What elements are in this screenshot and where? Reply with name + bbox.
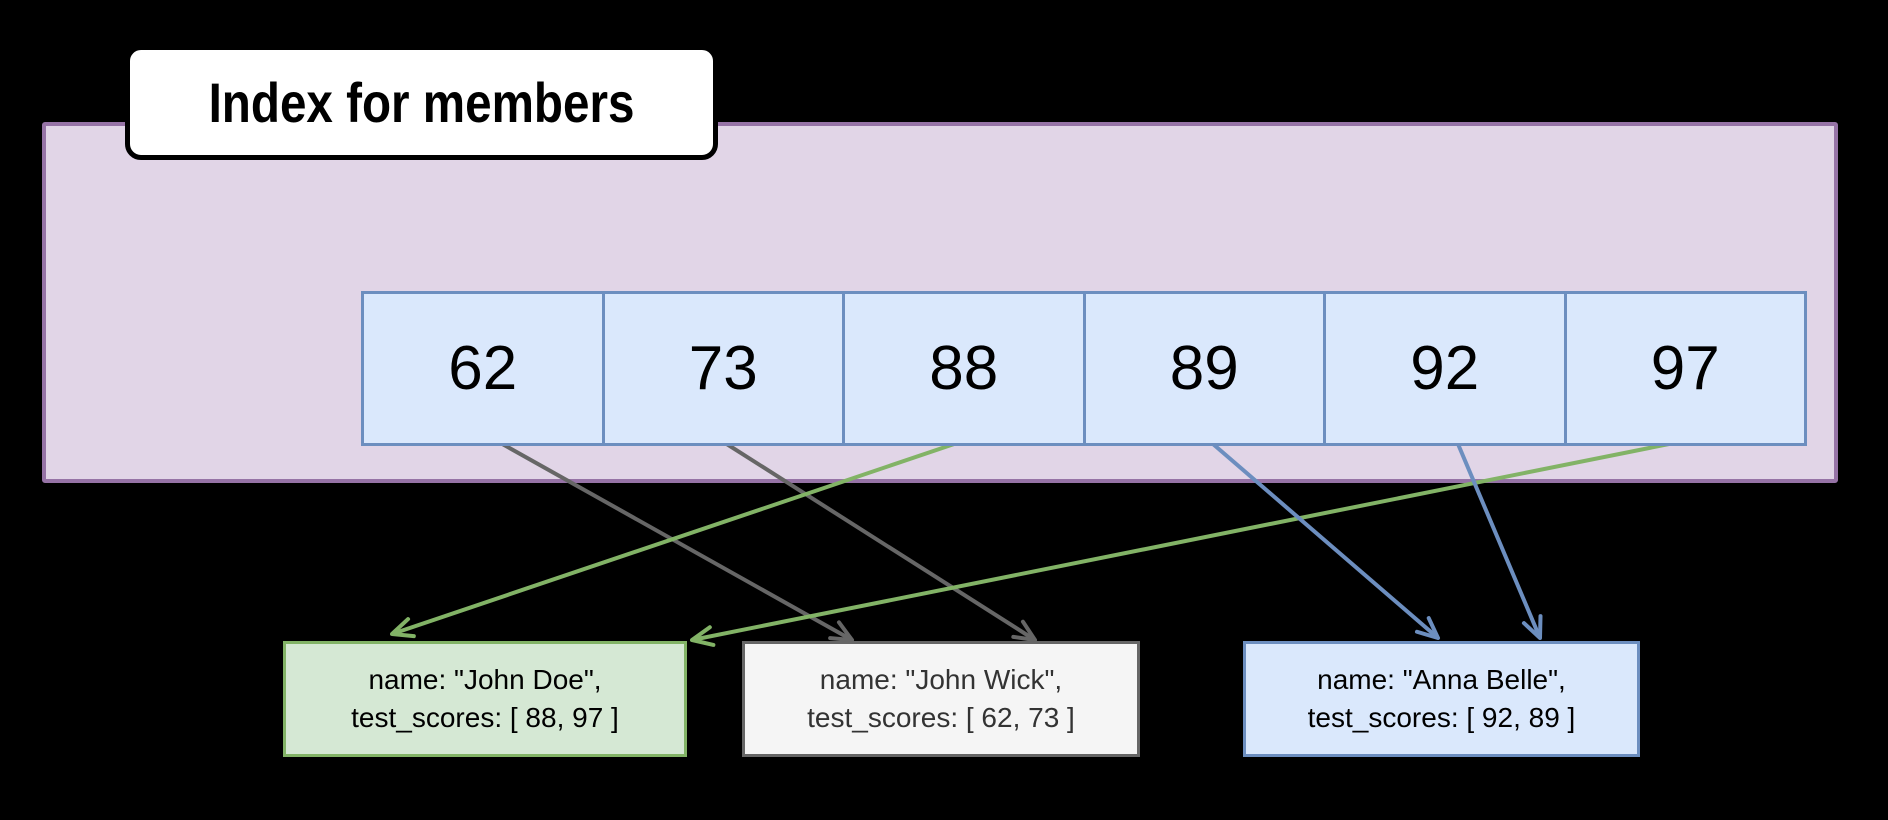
document-name-line: name: "John Doe",: [368, 664, 602, 695]
document-scores-line: test_scores: [ 62, 73 ]: [807, 702, 1075, 733]
diagram-title: Index for members: [125, 45, 718, 160]
document-john-doe: name: "John Doe", test_scores: [ 88, 97 …: [283, 641, 687, 757]
index-cell-89: 89: [1085, 294, 1326, 443]
index-cell-73: 73: [604, 294, 845, 443]
index-cell-97: 97: [1566, 294, 1804, 443]
document-name-line: name: "John Wick",: [819, 664, 1063, 695]
diagram-title-text: Index for members: [208, 71, 635, 134]
index-cell-88: 88: [845, 294, 1086, 443]
document-anna-belle: name: "Anna Belle", test_scores: [ 92, 8…: [1243, 641, 1640, 757]
document-scores-line: test_scores: [ 88, 97 ]: [351, 702, 619, 733]
document-name-line: name: "Anna Belle",: [1317, 664, 1566, 695]
document-scores-line: test_scores: [ 92, 89 ]: [1307, 702, 1576, 733]
document-john-wick: name: "John Wick", test_scores: [ 62, 73…: [742, 641, 1140, 757]
index-cell-62: 62: [364, 294, 605, 443]
index-cell-92: 92: [1326, 294, 1567, 443]
